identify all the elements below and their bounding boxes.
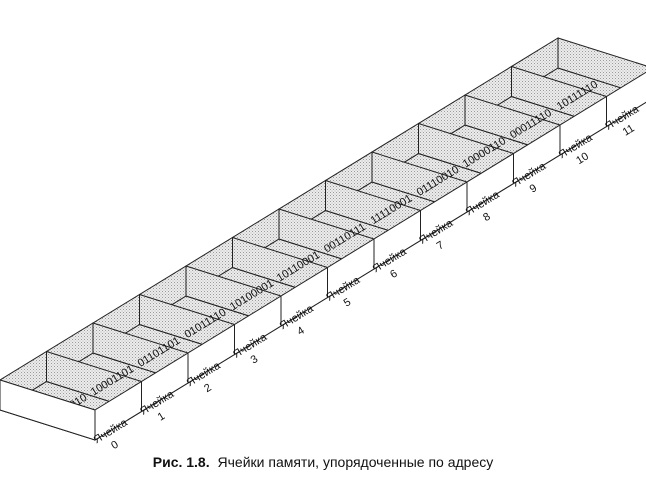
- cell-label-address: 4: [295, 325, 306, 338]
- cell-label-address: 2: [202, 382, 213, 395]
- figure-number: Рис. 1.8.: [152, 454, 210, 470]
- left-end-wall: [0, 379, 96, 441]
- cell-label-address: 5: [342, 296, 353, 309]
- cell-label-address: 6: [388, 268, 399, 281]
- cell-label-address: 11: [621, 122, 637, 138]
- cell-label-address: 3: [249, 353, 260, 366]
- memory-cells-diagram: 1011101010001101011011010101111010100001…: [0, 37, 646, 450]
- cell-label-address: 8: [481, 211, 492, 224]
- caption-text: Ячейки памяти, упорядоченные по адресу: [217, 454, 494, 470]
- cell-label-address: 9: [528, 182, 539, 195]
- cell-divider: [557, 37, 646, 97]
- front-wall: [94, 71, 646, 441]
- figure-caption: Рис. 1.8. Ячейки памяти, упорядоченные п…: [0, 454, 646, 470]
- cell-label-address: 10: [574, 150, 591, 167]
- cell-label-address: 1: [156, 410, 167, 423]
- cell-label-address: 0: [109, 439, 120, 450]
- cell-label-address: 7: [435, 239, 446, 252]
